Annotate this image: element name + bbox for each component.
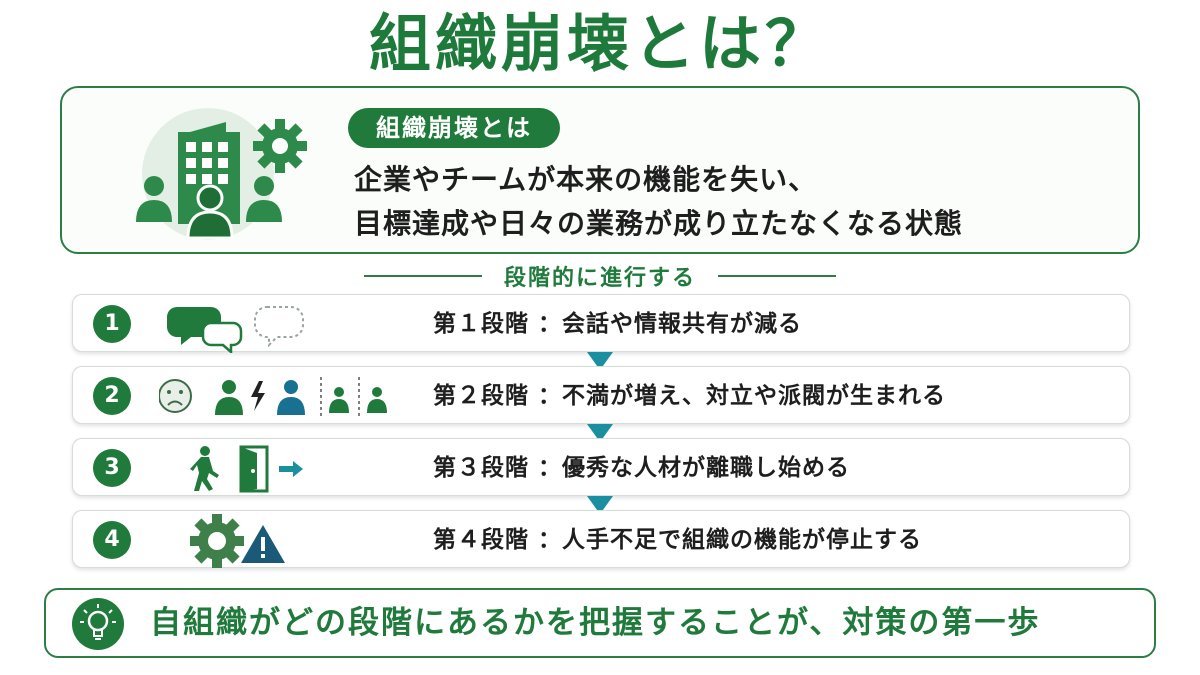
- header-line-right: [718, 275, 836, 277]
- exit-door-icon: [239, 445, 269, 493]
- conclusion-box: 自組織がどの段階にあるかを把握することが、対策の第一歩: [44, 588, 1156, 658]
- stage-1-text: 第１段階 ：会話や情報共有が減る: [433, 311, 803, 337]
- conflict-people-icon: [215, 380, 305, 415]
- stage-4-number: 4: [93, 521, 131, 559]
- definition-tag: 組織崩壊とは: [348, 108, 560, 148]
- arrow-right-icon: [279, 461, 303, 477]
- arrow-down-icon: [587, 496, 613, 514]
- walking-person-icon: [190, 446, 219, 491]
- stage-1-number: 1: [93, 305, 131, 343]
- definition-box: 組織崩壊とは 企業やチームが本来の機能を失い、 目標達成や日々の業務が成り立たな…: [60, 86, 1140, 254]
- progress-header: 段階的に進行する: [0, 260, 1200, 292]
- stage-2-card: 2 第２段階 ：不満が増え、対立や派閥が生まれる: [72, 366, 1130, 424]
- lightbulb-icon: [72, 598, 124, 650]
- organization-illustration-icon: [136, 108, 307, 240]
- definition-line-1: 企業やチームが本来の機能を失い、: [354, 163, 818, 196]
- page-title: 組織崩壊とは？: [368, 7, 831, 80]
- gear-icon: [190, 514, 244, 568]
- stage-1-card: 1 第１段階 ：会話や情報共有が減る: [72, 294, 1130, 353]
- stage-3-number: 3: [93, 449, 131, 487]
- header-line-left: [363, 275, 482, 277]
- definition-text: 企業やチームが本来の機能を失い、 目標達成や日々の業務が成り立たなくなる状態: [354, 158, 1114, 246]
- conclusion-text: 自組織がどの段階にあるかを把握することが、対策の第一歩: [150, 605, 1041, 641]
- conflict-icons: [159, 377, 387, 417]
- stage-4-card: 4 第４段階 ：人手不足で組織の機能が停止する: [72, 510, 1130, 568]
- stage-2-number: 2: [93, 377, 131, 415]
- stage-4-text: 第４段階 ：人手不足で組織の機能が停止する: [433, 527, 923, 553]
- stage-3-card: 3 第３段階 ：優秀な人材が離職し始める: [72, 438, 1130, 496]
- definition-line-2: 目標達成や日々の業務が成り立たなくなる状態: [354, 207, 964, 240]
- progress-header-text: 段階的に進行する: [503, 266, 696, 291]
- speech-bubbles-icon: [167, 306, 304, 353]
- warning-icon: [241, 525, 285, 563]
- stopped-icons: [190, 514, 285, 568]
- arrow-down-icon: [587, 352, 613, 370]
- stage-2-text: 第２段階 ：不満が増え、対立や派閥が生まれる: [433, 383, 947, 409]
- arrow-down-icon: [587, 424, 613, 442]
- sad-face-icon: [159, 379, 192, 413]
- leaving-icons: [190, 445, 303, 493]
- stage-3-text: 第３段階 ：優秀な人材が離職し始める: [433, 455, 851, 481]
- divided-group-icon: [320, 377, 387, 417]
